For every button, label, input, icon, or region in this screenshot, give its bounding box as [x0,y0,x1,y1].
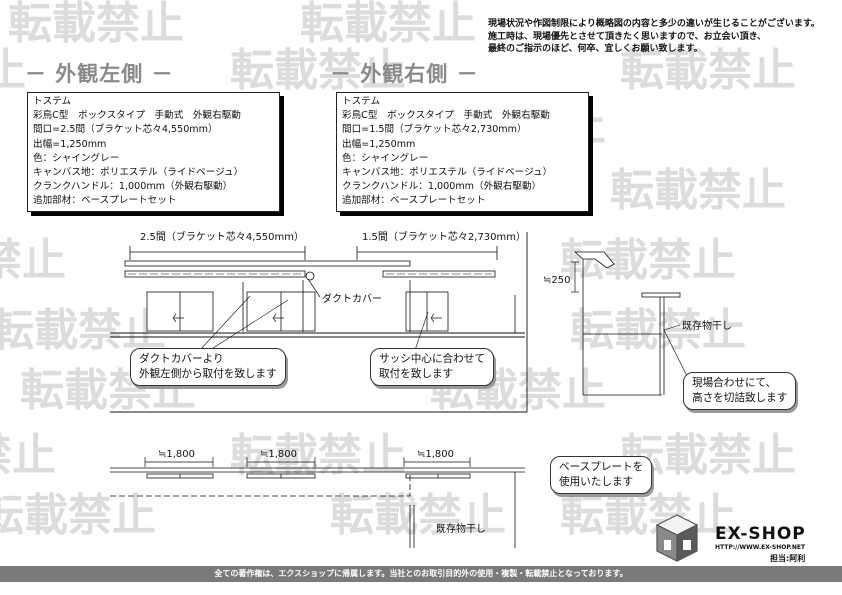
plan-view [110,467,525,548]
plan-dimensions [144,457,471,467]
spec-line: キャンバス地：ポリエステル（ライドベージュ） [33,166,244,178]
ex-shop-logo [655,514,699,562]
spec-line: 追加部材：ベースプレートセット [33,195,177,207]
awning-left [124,270,306,278]
callout-line: 外観左側から取付を致します [139,368,277,380]
callout-line: 現場合わせにて、 [692,377,777,389]
callout-line: 使用いたします [559,476,634,488]
spec-line: 色：シャイングレー [342,152,429,164]
dimension-height [571,261,579,293]
duct-cover-leader [307,278,321,298]
duct-callout-leader [209,299,289,351]
spec-line: 出幅=1,250mm [342,138,416,150]
copyright-footer: 全ての著作権は、エクスショップに帰属します。当社とのお取引目的外の使用・複製・転… [0,566,842,582]
dimension-right [356,246,498,260]
logo-name: EX-SHOP [715,524,806,544]
height-label: ≒250 [543,275,570,286]
eave [124,260,411,267]
awning-right [382,270,496,278]
existing-pole-label: 既存物干し [682,319,732,332]
callout-sash-center: サッシ中心に合わせて 取付を致します [370,348,494,386]
spec-line: クランクハンドル：1,000mm（外観右駆動） [342,181,542,193]
spec-line: 色：シャイングレー [33,152,120,164]
sash-callout-leader [414,311,429,351]
staff-label: 担当:阿利 [770,554,806,563]
duct-cover-marker [305,271,315,281]
spec-box-right: トステム 彩鳥C型 ボックスタイプ 手動式 外観右駆動 間口=1.5間（ブラケッ… [336,92,589,212]
heading-right-view: － 外観右側 － [330,62,479,86]
existing-pole-leader [663,324,681,331]
duct-callout-leader [199,295,251,351]
spec-line: 追加部材：ベースプレートセット [342,195,486,207]
spec-line: トステム [342,96,381,107]
sash-window [146,291,449,332]
heading-left-view: － 外観左側 － [25,62,174,86]
cube-icon [655,514,699,562]
callout-line: ダクトカバーより [139,353,224,365]
logo-url: HTTP://WWW.EX-SHOP.NET [715,544,806,551]
callout-onsite-adjust: 現場合わせにて、 高さを切詰致します [683,372,797,410]
note-line: 最終のご指示のほど、何卒、宜しくお願い致します。 [488,44,703,54]
spec-box-left: トステム 彩鳥C型 ボックスタイプ 手動式 外観右駆動 間口=2.5間（ブラケッ… [27,92,280,212]
note-line: 施工時は、現場優先とさせて頂きたく思いますので、お立会い頂き、 [488,31,767,42]
spec-line: キャンバス地：ポリエステル（ライドベージュ） [342,166,553,178]
spec-line: 間口=2.5間（ブラケット芯々4,550mm） [33,124,218,136]
plan-dim-label: ≒1,800 [260,449,297,460]
spec-line: 彩鳥C型 ボックスタイプ 手動式 外観右駆動 [342,110,550,122]
callout-duct-cover: ダクトカバーより 外観左側から取付を致します [130,348,286,386]
callout-line: 高さを切詰致します [692,392,788,404]
callout-line: 取付を致します [379,368,454,380]
spec-line: クランクハンドル：1,000mm（外観右駆動） [33,181,233,193]
callout-line: サッシ中心に合わせて [379,353,485,365]
spec-line: 彩鳥C型 ボックスタイプ 手動式 外観右駆動 [33,110,241,122]
spec-line: 間口=1.5間（ブラケット芯々2,730mm） [342,124,527,136]
ground-line [110,332,525,338]
dimension-left [129,246,306,260]
callout-base-plate: ベースプレートを 使用いたします [550,456,653,494]
plan-dim-label: ≒1,800 [417,449,454,460]
dimension-right-label: 1.5間（ブラケット芯々2,730mm） [362,230,526,243]
dimension-left-label: 2.5間（ブラケット芯々4,550mm） [140,230,304,243]
plan-dim-label: ≒1,800 [158,449,195,460]
sash-arrows [172,313,442,323]
side-section [573,251,681,396]
site-notes: 現場状況や作図制限により概略図の内容と多少の違いが生じることがございます。 施工… [488,18,820,56]
duct-cover-label: ダクトカバー [322,292,382,305]
existing-pole-plan-label: 既存物干し [436,522,486,535]
onsite-leader [663,329,689,379]
spec-line: 出幅=1,250mm [33,138,107,150]
callout-line: ベースプレートを [559,461,644,473]
spec-line: トステム [33,96,72,107]
note-line: 現場状況や作図制限により概略図の内容と多少の違いが生じることがございます。 [488,19,820,29]
building-wall [110,232,528,413]
